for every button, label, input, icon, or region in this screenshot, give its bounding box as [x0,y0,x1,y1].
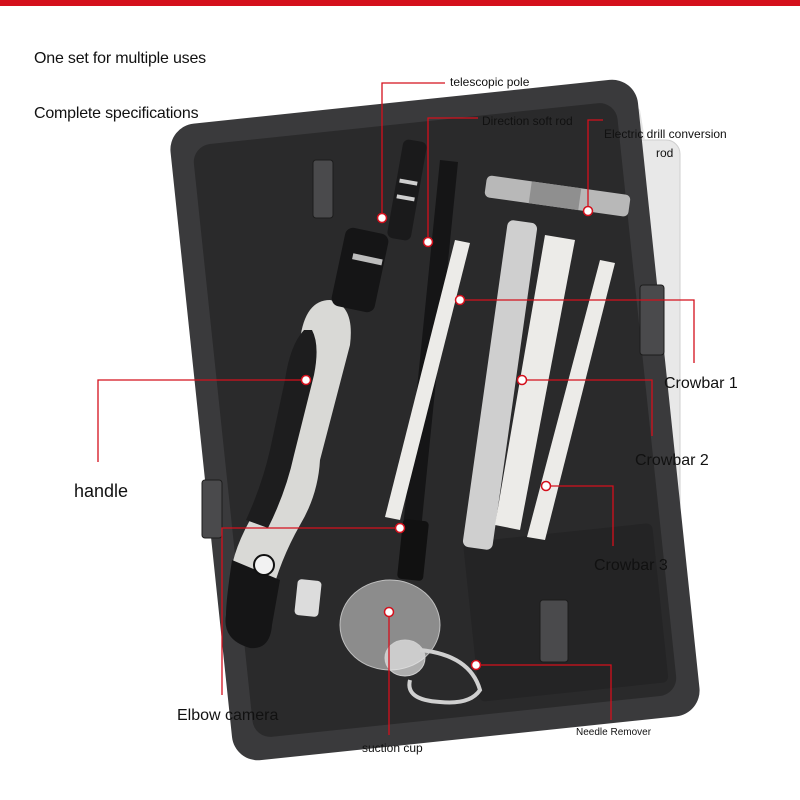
label-elbow-camera: Elbow camera [177,707,279,724]
label-electric-drill-line1: Electric drill conversion [604,127,727,141]
drill-conversion-rod-tool [484,175,631,217]
label-telescopic-pole: telescopic pole [450,75,530,89]
top-accent-bar [0,0,800,6]
label-handle: handle [74,481,129,501]
label-suction-cup: suction cup [362,741,423,755]
case-clips [201,159,665,663]
label-crowbar-3: Crowbar 3 [594,557,668,574]
label-crowbar-2: Crowbar 2 [635,452,709,469]
label-needle-remover: Needle Remover [576,727,652,738]
label-crowbar-1: Crowbar 1 [664,375,738,392]
callout-lines [97,82,695,735]
crowbar-tools [385,220,615,550]
headline-multiple-uses: One set for multiple uses [34,50,206,67]
label-direction-soft-rod: Direction soft rod [482,114,573,128]
callout-dots [300,205,594,671]
case-body [170,79,700,761]
suction-cup-tool [339,579,483,705]
headline-specifications: Complete specifications [34,105,199,122]
label-electric-drill-line2: rod [656,146,674,160]
